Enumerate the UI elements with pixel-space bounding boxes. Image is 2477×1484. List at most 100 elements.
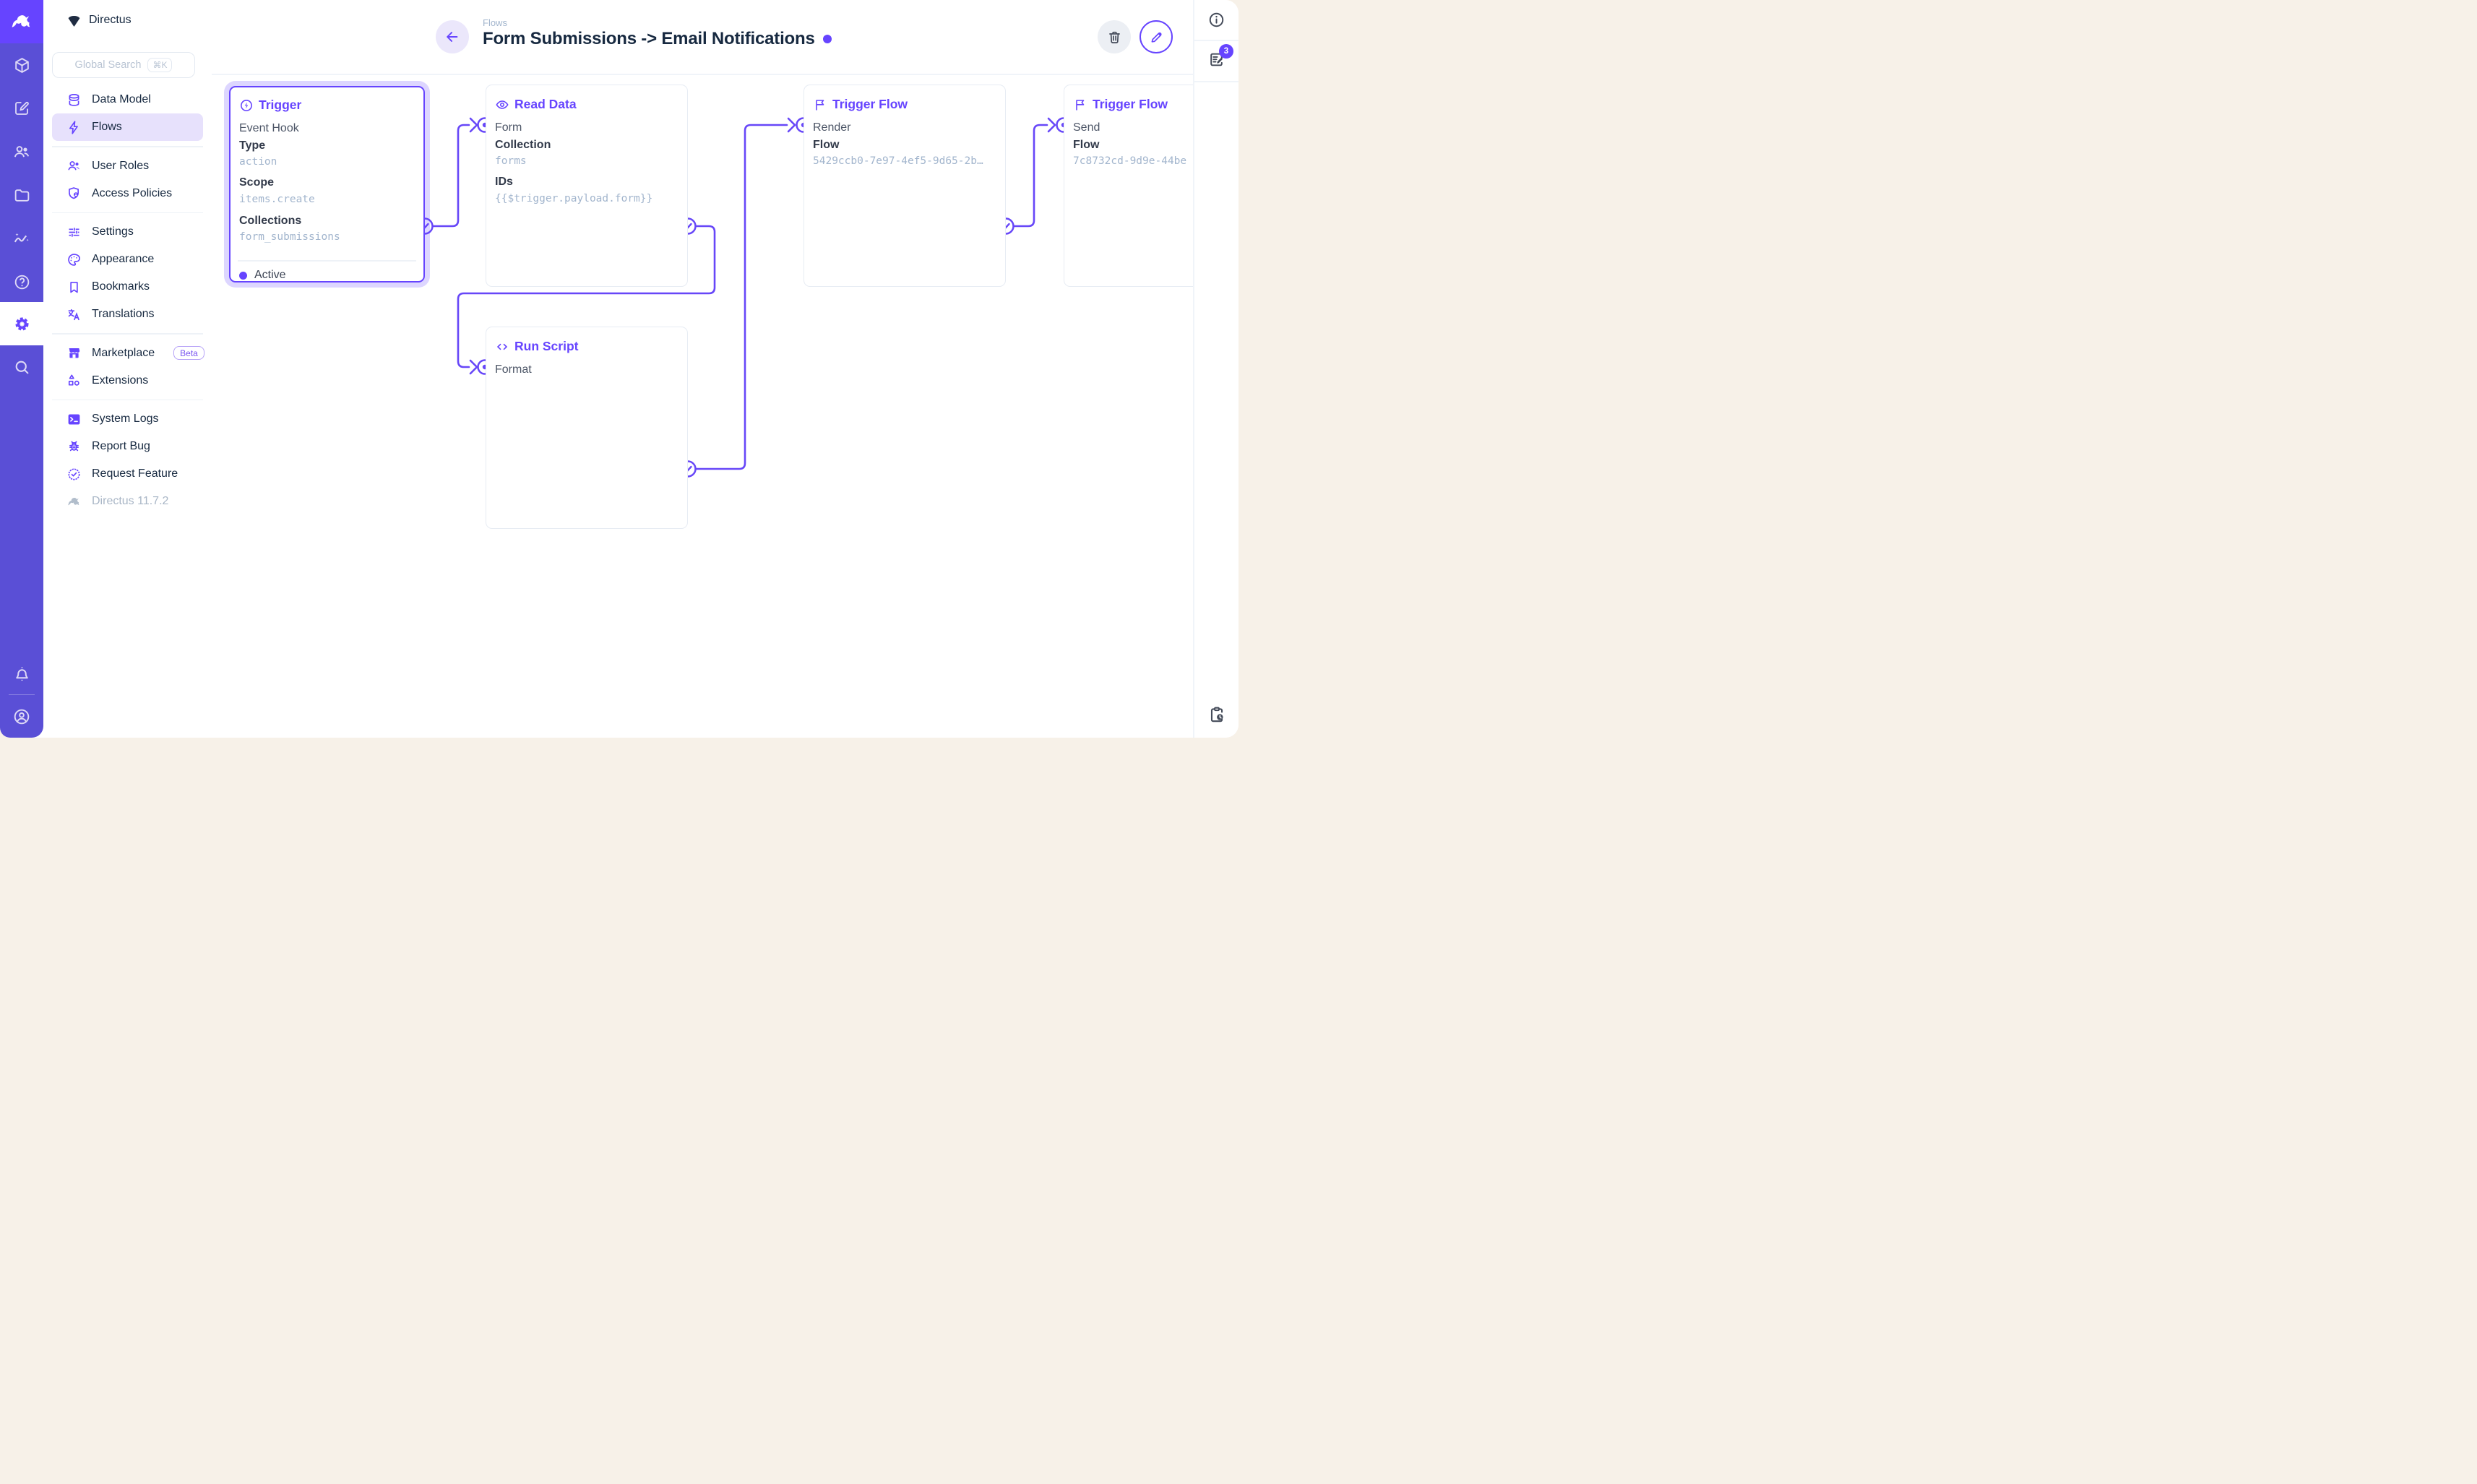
node-status-row: Active [239, 268, 416, 282]
sidebar-item-extensions[interactable]: Extensions [52, 367, 203, 394]
help-icon [14, 275, 29, 289]
node-input-label: Format [495, 363, 532, 376]
flow-canvas[interactable]: Trigger Event Hook Type action Scope ite… [212, 77, 1193, 738]
revisions-sidebar-button[interactable] [1194, 691, 1238, 738]
sidebar-item-translations[interactable]: Translations [52, 301, 203, 328]
node-divider [238, 260, 416, 262]
eye-icon [496, 100, 509, 109]
folder-icon [14, 189, 29, 202]
flow-node-trigger-flow-2[interactable]: Trigger Flow Send Flow 7c8732cd-9d9e-44b… [1064, 85, 1193, 287]
sidebar-item-system-logs[interactable]: System Logs [52, 405, 203, 433]
field-label: Flow [813, 139, 840, 151]
node-title: Trigger [259, 98, 302, 112]
user-roles-icon [68, 161, 79, 171]
module-users[interactable] [0, 130, 43, 173]
module-account[interactable] [0, 695, 43, 738]
storefront-icon [69, 348, 80, 358]
module-search[interactable] [0, 345, 43, 389]
back-button[interactable] [436, 20, 469, 53]
bug-icon [69, 441, 79, 451]
field-label: Type [239, 139, 266, 152]
flow-node-run-script[interactable]: Run Script Format [486, 327, 688, 529]
module-settings[interactable] [0, 302, 43, 345]
rabbit-logo-icon [12, 15, 30, 27]
sidebar-item-label: Settings [92, 225, 134, 238]
sidebar-item-label: Appearance [92, 253, 155, 265]
field-value: 7c8732cd-9d9e-44be [1073, 155, 1187, 167]
active-status-dot [239, 271, 247, 280]
pencil-icon [1151, 32, 1161, 43]
sidebar-item-marketplace[interactable]: Marketplace Beta [52, 340, 204, 367]
trash-icon [1108, 31, 1120, 43]
sidebar-item-label: Extensions [92, 374, 149, 387]
sidebar-divider [52, 333, 203, 335]
wire-arrowhead [1047, 117, 1056, 133]
module-notifications[interactable] [0, 652, 43, 695]
directus-logo[interactable] [0, 0, 43, 43]
field-label: Scope [239, 176, 275, 189]
palette-icon [68, 253, 81, 266]
delete-flow-button[interactable] [1098, 20, 1131, 53]
info-sidebar-button[interactable] [1194, 0, 1238, 41]
flow-node-trigger[interactable]: Trigger Event Hook Type action Scope ite… [229, 86, 425, 282]
sliders-icon [69, 227, 79, 237]
flow-node-read-data[interactable]: Read Data Form Collection forms IDs {{$t… [486, 85, 688, 287]
sidebar-item-request-feature[interactable]: Request Feature [52, 460, 203, 488]
node-title: Trigger Flow [1093, 97, 1168, 111]
sidebar-item-label: Translations [92, 308, 155, 320]
sidebar-item-settings[interactable]: Settings [52, 218, 203, 246]
sidebar-item-report-bug[interactable]: Report Bug [52, 433, 203, 460]
shield-user-icon [69, 187, 79, 199]
field-label: Collections [239, 215, 302, 227]
info-icon [1209, 12, 1224, 27]
translate-icon [68, 309, 79, 320]
search-placeholder: Global Search [74, 59, 142, 71]
sidebar-item-user-roles[interactable]: User Roles [52, 152, 203, 180]
wire-trigger-flow-1-to-2 [1012, 124, 1048, 228]
module-editor[interactable] [0, 87, 43, 130]
field-label: Flow [1073, 139, 1100, 151]
version-label: Directus 11.7.2 [92, 495, 169, 507]
sidebar-item-label: Access Policies [92, 186, 173, 199]
sidebar-item-label: User Roles [92, 159, 150, 172]
bookmark-icon [70, 281, 78, 293]
breadcrumb[interactable]: Flows [483, 17, 507, 28]
project-header[interactable]: Directus [43, 7, 132, 33]
node-title-row: Trigger Flow [1073, 97, 1168, 112]
module-content[interactable] [0, 43, 43, 87]
wire-run-script-to-trigger-flow-1 [694, 124, 788, 470]
node-input-label: Render [813, 121, 851, 134]
flow-node-trigger-flow-1[interactable]: Trigger Flow Render Flow 5429ccb0-7e97-4… [804, 85, 1006, 287]
main-content: Flows Form Submissions -> Email Notifica… [212, 0, 1193, 738]
rabbit-version-icon [68, 497, 79, 505]
module-help[interactable] [0, 260, 43, 303]
field-value: 5429ccb0-7e97-4ef5-9d65-2b… [813, 155, 983, 167]
page-header: Flows Form Submissions -> Email Notifica… [212, 0, 1193, 75]
sidebar-item-access-policies[interactable]: Access Policies [52, 180, 203, 207]
search-shortcut: ⌘K [147, 58, 173, 72]
node-title-row: Read Data [495, 97, 577, 112]
sidebar-item-appearance[interactable]: Appearance [52, 246, 203, 273]
clipboard-clock-icon [1210, 707, 1223, 722]
field-value: {{$trigger.payload.form}} [495, 193, 653, 204]
sidebar-item-label: Report Bug [92, 440, 150, 452]
sidebar: Directus Global Search ⌘K Data Model Flo… [43, 0, 212, 738]
flag-icon [816, 99, 824, 110]
sidebar-divider [52, 146, 203, 147]
sidebar-item-flows[interactable]: Flows [52, 113, 203, 141]
logs-sidebar-button[interactable]: 3 [1194, 41, 1238, 82]
sidebar-item-data-model[interactable]: Data Model [52, 86, 203, 113]
edit-flow-button[interactable] [1140, 20, 1173, 53]
module-insights[interactable] [0, 217, 43, 260]
sidebar-item-bookmarks[interactable]: Bookmarks [52, 273, 203, 301]
users-icon [14, 146, 30, 158]
global-search-input[interactable]: Global Search ⌘K [52, 52, 195, 78]
wire-arrowhead [469, 117, 478, 133]
sidebar-divider [52, 399, 203, 400]
database-icon [69, 93, 79, 106]
project-fan-icon [68, 15, 80, 27]
beta-badge: Beta [173, 346, 204, 360]
module-files[interactable] [0, 173, 43, 217]
node-title-row: Run Script [495, 339, 578, 354]
badge-check-icon [68, 467, 80, 480]
